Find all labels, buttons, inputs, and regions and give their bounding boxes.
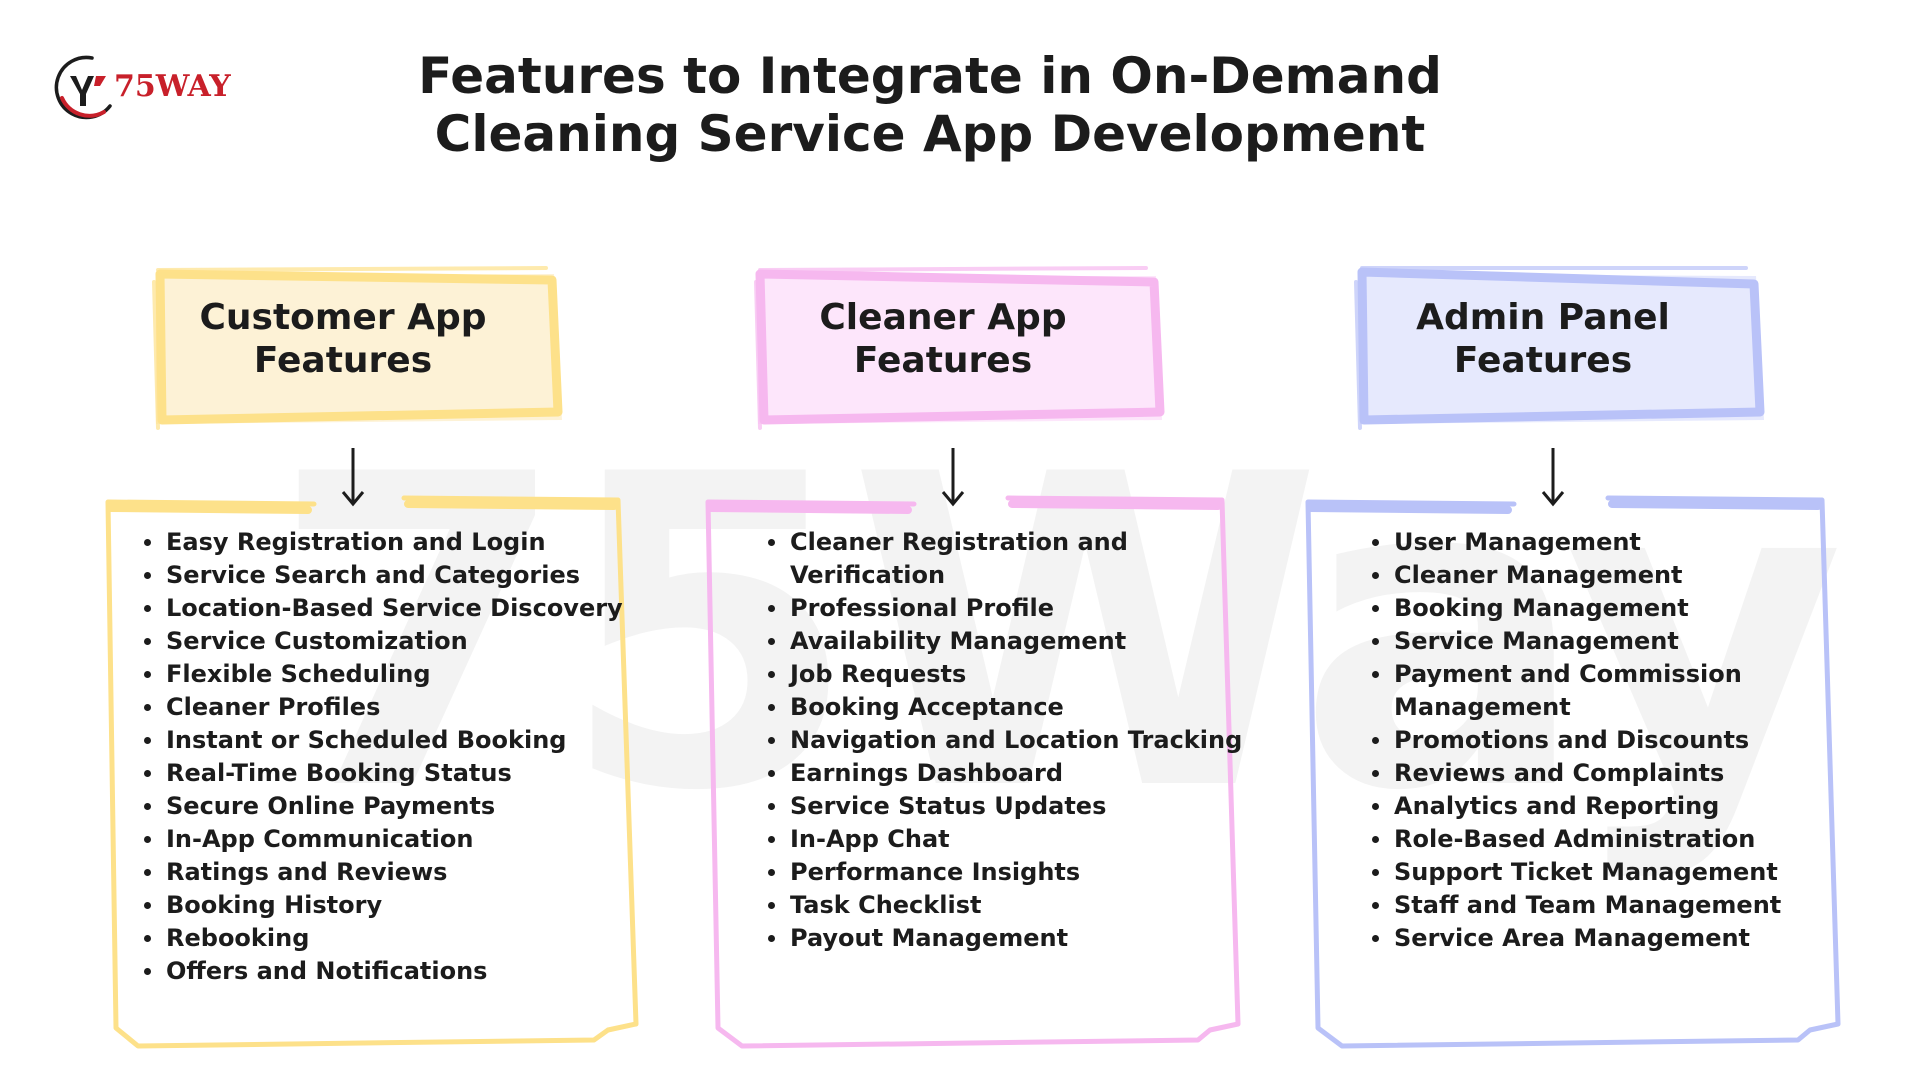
feature-item: In-App Chat <box>768 823 1290 856</box>
feature-item: Staff and Team Management <box>1372 889 1894 922</box>
down-arrow-icon <box>941 448 965 507</box>
feature-item: Job Requests <box>768 658 1290 691</box>
feature-item: Service Customization <box>144 625 666 658</box>
title-line-2: Cleaning Service App Development <box>434 104 1426 163</box>
feature-item: Offers and Notifications <box>144 955 666 988</box>
feature-item: Payment and Commission Management <box>1372 658 1894 724</box>
feature-item: Earnings Dashboard <box>768 757 1290 790</box>
feature-item: Support Ticket Management <box>1372 856 1894 889</box>
feature-item: Location-Based Service Discovery <box>144 592 666 625</box>
admin-header-line-2: Features <box>1453 340 1633 382</box>
feature-item: Flexible Scheduling <box>144 658 666 691</box>
feature-item: Booking Acceptance <box>768 691 1290 724</box>
feature-item: Booking Management <box>1372 592 1894 625</box>
feature-item: Navigation and Location Tracking <box>768 724 1290 757</box>
feature-item: User Management <box>1372 526 1894 559</box>
feature-item: Real-Time Booking Status <box>144 757 666 790</box>
logo-icon: 75WAY <box>54 55 231 120</box>
feature-item: Service Management <box>1372 625 1894 658</box>
feature-item: Analytics and Reporting <box>1372 790 1894 823</box>
feature-item: Cleaner Management <box>1372 559 1894 592</box>
feature-item: Secure Online Payments <box>144 790 666 823</box>
cleaner-header: Cleaner App Features <box>758 296 1128 382</box>
page-title: Features to Integrate in On-Demand Clean… <box>380 47 1480 163</box>
feature-item: Service Status Updates <box>768 790 1290 823</box>
title-line-1: Features to Integrate in On-Demand <box>418 47 1442 105</box>
feature-item: Task Checklist <box>768 889 1290 922</box>
customer-header-line-1: Customer App <box>199 297 487 338</box>
feature-item: Service Search and Categories <box>144 559 666 592</box>
feature-item: In-App Communication <box>144 823 666 856</box>
customer-header: Customer App Features <box>158 296 528 382</box>
feature-item: Rebooking <box>144 922 666 955</box>
down-arrow-icon <box>1541 448 1565 507</box>
feature-item: Service Area Management <box>1372 922 1894 955</box>
customer-header-line-2: Features <box>253 340 433 382</box>
feature-item: Performance Insights <box>768 856 1290 889</box>
feature-item: Payout Management <box>768 922 1290 955</box>
feature-item: Easy Registration and Login <box>144 526 666 559</box>
brand-logo: 75WAY <box>48 50 258 122</box>
admin-header: Admin Panel Features <box>1358 296 1728 382</box>
feature-item: Ratings and Reviews <box>144 856 666 889</box>
feature-item: Cleaner Registration and Verification <box>768 526 1290 592</box>
feature-item: Promotions and Discounts <box>1372 724 1894 757</box>
feature-item: Professional Profile <box>768 592 1290 625</box>
down-arrow-icon <box>341 448 365 507</box>
feature-item: Availability Management <box>768 625 1290 658</box>
feature-item: Cleaner Profiles <box>144 691 666 724</box>
feature-item: Reviews and Complaints <box>1372 757 1894 790</box>
admin-header-line-1: Admin Panel <box>1416 297 1670 338</box>
feature-item: Instant or Scheduled Booking <box>144 724 666 757</box>
cleaner-header-line-2: Features <box>853 340 1033 382</box>
cleaner-header-line-1: Cleaner App <box>819 297 1067 338</box>
feature-item: Booking History <box>144 889 666 922</box>
feature-item: Role-Based Administration <box>1372 823 1894 856</box>
logo-text: 75WAY <box>114 69 231 104</box>
